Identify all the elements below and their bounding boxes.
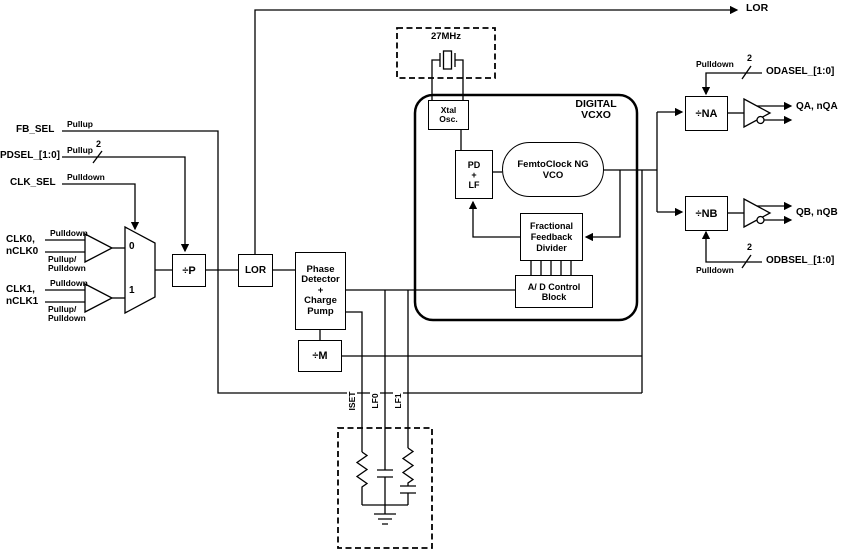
clk-sel-pull-label: Pulldown <box>67 172 105 182</box>
block-divider-p: ÷P <box>172 254 206 287</box>
odasel-label: ODASEL_[1:0] <box>766 66 835 77</box>
clk1-pullup-pulldown-label: Pullup/ Pulldown <box>48 304 86 323</box>
pdsel-pull-label: Pullup <box>67 145 93 155</box>
wire-vco-to-fracdiv <box>584 170 621 242</box>
wire-iset <box>346 311 363 452</box>
bus-slash-odbsel <box>741 254 752 269</box>
qa-output-label: QA, nQA <box>796 101 838 112</box>
lf0-pin-label: LF0 <box>370 384 380 418</box>
qb-output-label: QB, nQB <box>796 207 838 218</box>
block-phase-detector-charge-pump: Phase Detector + Charge Pump <box>295 252 346 330</box>
clk-mux <box>124 225 156 315</box>
block-divider-m: ÷M <box>298 340 342 372</box>
block-xtal-osc: Xtal Osc. <box>428 100 469 130</box>
block-lor-detector: LOR <box>238 254 273 287</box>
fb-sel-label: FB_SEL <box>16 124 55 135</box>
odasel-pull-label: Pulldown <box>696 59 734 69</box>
block-divider-nb: ÷NB <box>685 196 728 231</box>
pdsel-label: PDSEL_[1:0] <box>0 150 61 161</box>
wire-pdsel <box>62 156 190 253</box>
mux-input-1-label: 1 <box>129 285 135 296</box>
lor-output-label: LOR <box>746 2 769 14</box>
pdsel-bus-width: 2 <box>96 139 102 149</box>
ground-rail <box>362 504 408 514</box>
clk0-label: CLK0, nCLK0 <box>6 234 39 257</box>
fb-sel-pull-label: Pullup <box>67 119 93 129</box>
input-buffer-clk1 <box>84 282 114 314</box>
odbsel-pull-label: Pulldown <box>696 265 734 275</box>
resistor-iset <box>355 451 369 505</box>
wire-xtal-lead-left <box>431 59 440 100</box>
odbsel-label: ODBSEL_[1:0] <box>766 255 835 266</box>
clk0-pulldown-label: Pulldown <box>50 228 88 238</box>
bus-slash-pdsel <box>92 150 103 164</box>
crystal-body <box>442 50 453 70</box>
ground-symbol <box>374 513 396 525</box>
digital-vcxo-title: DIGITAL VCXO <box>575 98 617 121</box>
odasel-bus-width: 2 <box>747 53 753 63</box>
odbsel-bus-width: 2 <box>747 242 753 252</box>
resistor-capacitor-lf1 <box>400 447 416 505</box>
wire-fb-sel <box>62 130 642 394</box>
output-buffer-a <box>743 97 772 129</box>
output-buffer-b <box>743 197 772 229</box>
block-pd-lf: PD + LF <box>455 150 493 199</box>
digital-vcxo-outline <box>413 93 639 322</box>
capacitor-lf0 <box>377 469 393 505</box>
block-divider-na: ÷NA <box>685 96 728 131</box>
wire-clk-sel <box>62 183 140 231</box>
clk-sel-label: CLK_SEL <box>10 177 56 188</box>
block-ad-control: A/ D Control Block <box>515 275 593 308</box>
clk1-pulldown-label: Pulldown <box>50 278 88 288</box>
wire-odbsel <box>701 230 762 263</box>
input-buffer-clk0 <box>84 232 114 264</box>
wire-fracdiv-to-pdlf <box>468 200 520 238</box>
crystal-dashed-box <box>396 27 496 79</box>
wire-lor-output <box>254 5 739 254</box>
loop-filter-dashed-box <box>337 427 433 549</box>
iset-pin-label: ISET <box>347 384 357 418</box>
inversion-bubble-nqb <box>756 215 765 225</box>
wire-odasel <box>701 72 762 96</box>
crystal-frequency-label: 27MHz <box>430 31 462 42</box>
block-femtoclock-ng-vco: FemtoClock NG VCO <box>502 142 604 197</box>
bus-slash-odasel <box>741 65 752 80</box>
wire-xtal-lead-right <box>455 59 464 100</box>
block-fractional-feedback-divider: Fractional Feedback Divider <box>520 213 583 261</box>
inversion-bubble-nqa <box>756 115 765 125</box>
clk0-pullup-pulldown-label: Pullup/ Pulldown <box>48 254 86 273</box>
mux-input-0-label: 0 <box>129 241 135 252</box>
clk1-label: CLK1, nCLK1 <box>6 284 39 307</box>
lf1-pin-label: LF1 <box>393 384 403 418</box>
